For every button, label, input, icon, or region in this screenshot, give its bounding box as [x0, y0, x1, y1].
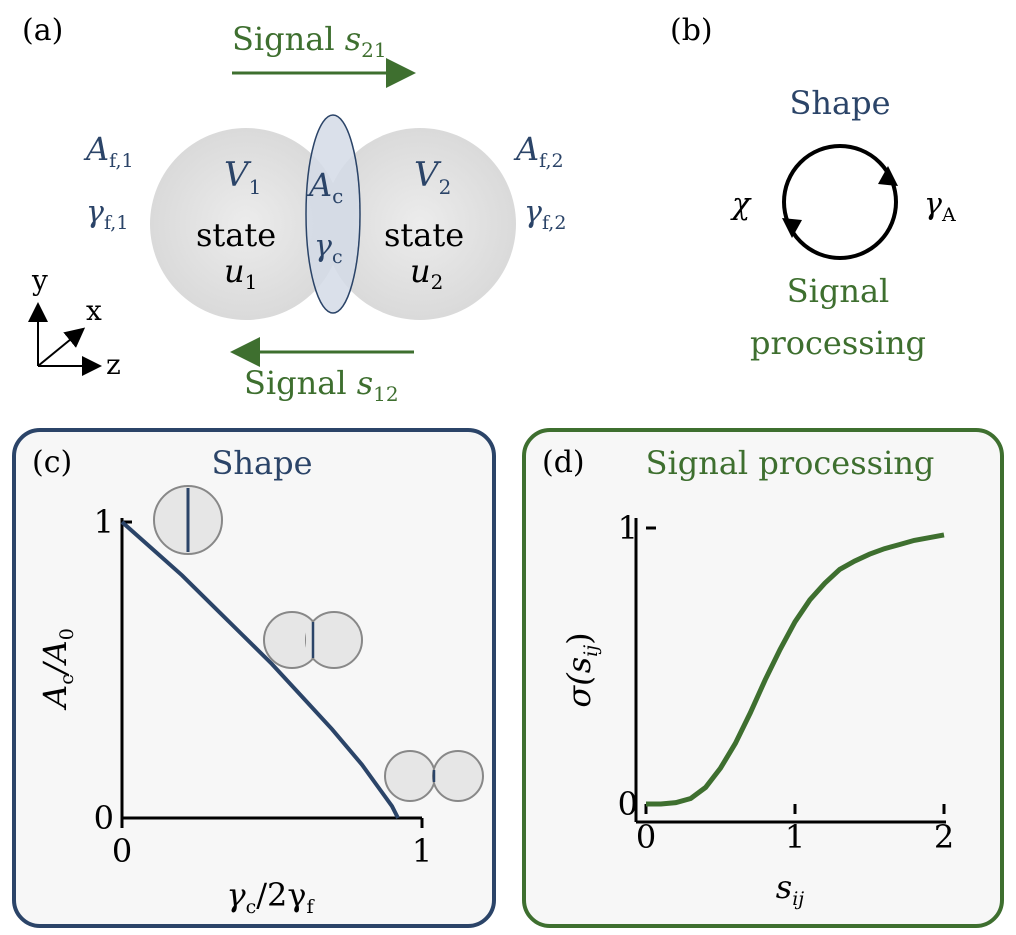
chart-d-xtick-label: 1 [785, 818, 805, 856]
chart-d-title: Signal processing [646, 444, 935, 482]
cell-2 [324, 128, 516, 320]
cycle-top-label: Shape [789, 84, 890, 122]
free-tension-left: γf,1 [86, 195, 128, 234]
doublet-inset-small-contact [384, 750, 484, 802]
contact-area: Ac [306, 166, 343, 208]
doublet-inset-mid-contact [263, 611, 363, 669]
cell-1-volume: V1 [224, 155, 261, 199]
panel-a-label: (a) [22, 13, 63, 48]
axes-triad: y x z [28, 264, 121, 381]
cycle-bottom-label-1: Signal [787, 272, 890, 310]
chart-d-xlabel: sij [776, 868, 804, 910]
axis-z-label: z [106, 348, 121, 381]
panel-c-frame [12, 428, 496, 928]
panel-b: (b) Shape χ γA Signal processing [670, 13, 956, 362]
chart-c-title: Shape [211, 444, 312, 482]
panel-d-label: (d) [542, 445, 585, 480]
cycle-arrowhead-left [782, 218, 802, 238]
chart-d-ytick-label: 0 [618, 785, 638, 823]
cell-1 [150, 128, 342, 320]
cell-2-u: u2 [410, 252, 443, 294]
chart-d-series-line [646, 532, 945, 807]
doublet-inset-full-contact [153, 485, 223, 555]
signal-top-label: Signal s21 [232, 20, 387, 62]
chart-c-ticks: 0 1 0 1 [94, 503, 433, 870]
chart-c-xlabel: γc/2γf [226, 876, 315, 918]
chart-d-xtick-label: 0 [636, 818, 656, 856]
chart-c-ylabel: Ac/A0 [36, 628, 78, 711]
panel-a: (a) Signal s21 V1 state u1 V2 state u2 A… [22, 13, 566, 406]
chart-d-ylabel: σ(sij) [560, 632, 602, 707]
chart-d-xtick-label: 2 [934, 818, 954, 856]
chart-c-xtick-label: 0 [112, 832, 132, 870]
chart-d-ytick-label: 1 [618, 509, 638, 547]
free-area-right: Af,2 [513, 130, 564, 172]
contact-disc-back-edge [332, 114, 361, 314]
cycle-left-label: χ [730, 187, 752, 222]
free-tension-right: γf,2 [524, 195, 566, 234]
signal-bottom-label: Signal s12 [244, 364, 399, 406]
chart-c-ytick-label: 1 [94, 503, 114, 541]
chart-c-ytick-label: 0 [94, 799, 114, 837]
contact-tension: γc [314, 229, 343, 268]
panel-c: (c) Shape 0 1 0 1 γc/2γf Ac/A0 [12, 428, 496, 928]
axis-y-label: y [31, 264, 48, 297]
chart-c-xtick-label: 1 [412, 832, 432, 870]
cell-2-volume: V2 [414, 155, 451, 199]
cycle-bottom-label-2: processing [750, 324, 926, 362]
free-area-left: Af,1 [83, 130, 134, 172]
cycle-ring [782, 144, 898, 260]
panel-d: (d) Signal processing 0 1 2 0 1 sij σ(sij) [522, 428, 1004, 928]
panel-b-label: (b) [670, 13, 713, 48]
cycle-arrowhead-right [878, 166, 898, 186]
cell-2-state: state [384, 216, 464, 254]
panel-c-label: (c) [32, 445, 72, 480]
cell-1-state: state [196, 216, 276, 254]
chart-c-series-line [120, 520, 400, 819]
panel-d-frame [522, 428, 1004, 928]
axis-x-label: x [86, 294, 102, 327]
cycle-right-label: γA [924, 187, 956, 226]
cell-1-u: u1 [224, 252, 257, 294]
chart-d-ticks: 0 1 2 0 1 [618, 509, 955, 856]
